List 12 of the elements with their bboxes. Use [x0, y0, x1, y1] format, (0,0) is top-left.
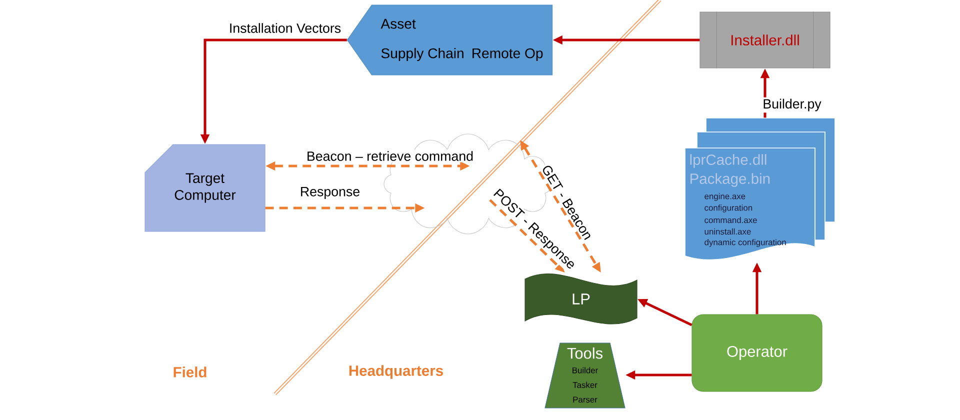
- wave-flag-box: LP: [524, 274, 638, 324]
- component-box: Installer.dll: [700, 11, 830, 69]
- region-label: Field: [174, 366, 206, 378]
- edge-label: Installation Vectors: [228, 22, 342, 34]
- edge-label: Beacon – retrieve command: [305, 150, 475, 162]
- pentagon-box: Asset Supply Chain Remote Op: [346, 4, 553, 76]
- computer-box: Target Computer: [144, 144, 266, 232]
- edge-label: Builder.py: [761, 97, 823, 113]
- region-label: Headquarters: [349, 365, 443, 379]
- process-box: Operator: [692, 314, 822, 392]
- edge-label: Response: [298, 186, 362, 200]
- trapezoid-box: Tools Builder Tasker Parser: [544, 342, 626, 408]
